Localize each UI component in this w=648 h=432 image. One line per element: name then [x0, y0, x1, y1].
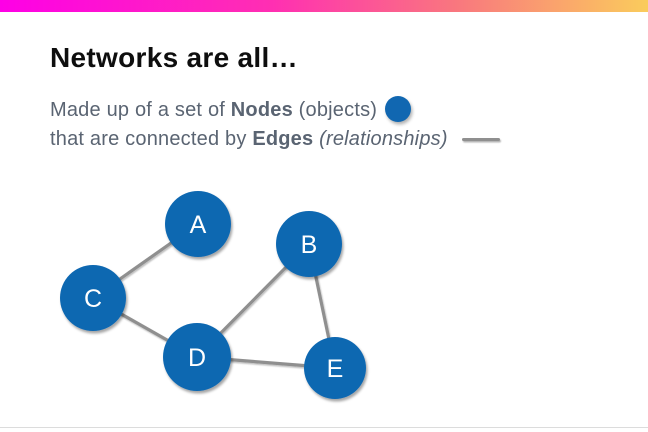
- body-line-2: that are connected by Edges (relationshi…: [50, 125, 500, 154]
- graph-node-label-B: B: [301, 231, 318, 259]
- bottom-divider: [0, 427, 648, 428]
- line1-bold-nodes: Nodes: [230, 99, 293, 121]
- body-line-1: Made up of a set of Nodes (objects): [50, 96, 500, 125]
- line1-pre: Made up of a set of: [50, 99, 231, 121]
- slide-title: Networks are all…: [50, 42, 298, 73]
- graph-node-B: [276, 211, 342, 277]
- line2-italic: (relationships): [313, 128, 448, 150]
- top-gradient-bar: [0, 0, 648, 12]
- graph-node-D: [163, 323, 231, 391]
- graph-node-label-E: E: [327, 355, 344, 383]
- graph-node-label-C: C: [84, 285, 102, 313]
- line1-post: (objects): [292, 99, 378, 121]
- graph-node-A: [165, 191, 231, 257]
- graph-node-label-D: D: [188, 344, 206, 372]
- line2-pre: that are connected by: [50, 128, 253, 150]
- graph-node-label-A: A: [190, 211, 207, 239]
- graph-node-C: [60, 265, 126, 331]
- graph-node-E: [304, 337, 366, 399]
- node-legend-circle-icon: [385, 96, 412, 123]
- edge-legend-line-icon: [461, 137, 500, 142]
- line2-bold-edges: Edges: [252, 128, 314, 150]
- body-text: Made up of a set of Nodes (objects) that…: [50, 96, 500, 154]
